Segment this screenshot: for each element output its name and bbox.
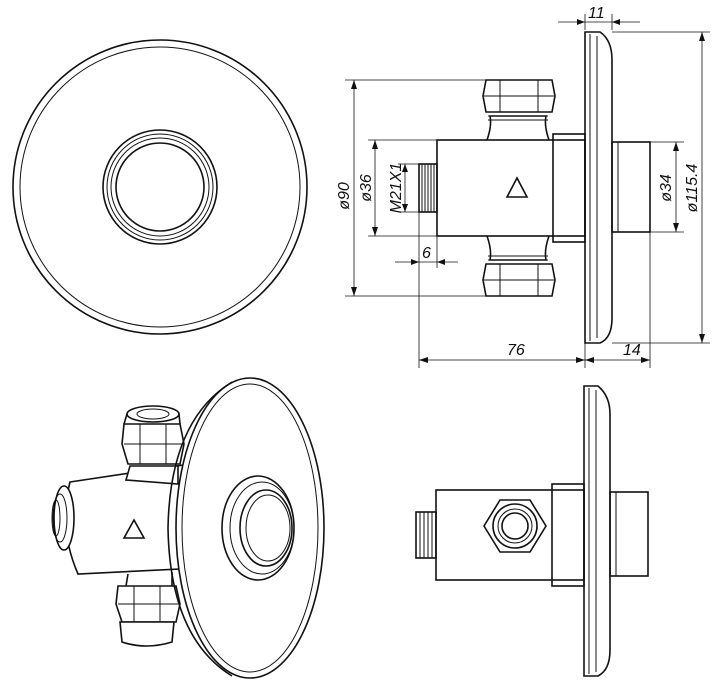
dim-flange-diameter: ø115.4 (684, 164, 701, 213)
dimension-labels: 11 ø90 ø36 M21X1 6 76 14 ø34 ø115.4 (336, 5, 701, 359)
dim-outlet-length: 14 (623, 342, 641, 359)
rear-view (415, 385, 649, 677)
isometric-view (51, 377, 325, 679)
dim-valve-height: ø90 (336, 182, 353, 210)
side-view (418, 31, 651, 344)
dim-flange-thickness: 11 (588, 5, 605, 22)
dim-thread-length: 6 (422, 245, 431, 262)
dim-inlet-diameter: ø36 (358, 174, 375, 202)
front-view (12, 39, 308, 335)
dim-body-length: 76 (507, 342, 525, 359)
dimension-lines (345, 14, 710, 368)
direction-triangle-icon (505, 176, 529, 198)
dim-thread: M21X1 (388, 163, 405, 214)
iso-direction-triangle-icon (122, 518, 146, 539)
thread-lines (421, 164, 435, 212)
dim-outlet-diameter: ø34 (658, 174, 675, 202)
